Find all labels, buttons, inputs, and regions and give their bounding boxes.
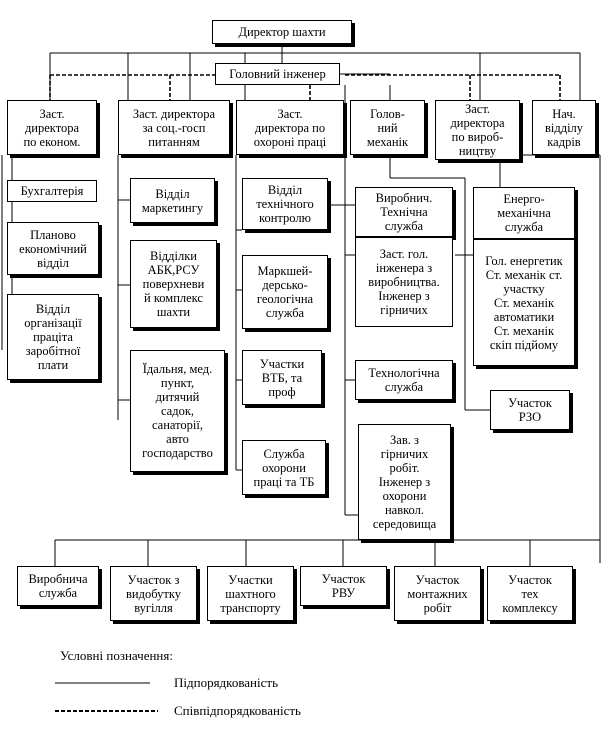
deputy-production-box: Заст. директора по вироб- ництву — [435, 100, 520, 160]
legend-title: Условні позначення: — [60, 648, 173, 663]
deputy-social-box: Заст. директора за соц.-госп питанням — [118, 100, 230, 155]
planning-dept-box: Планово економічний відділ — [7, 222, 99, 275]
assembly-section-box: Участок монтажних робіт — [394, 566, 481, 621]
production-service-box: Виробнича служба — [17, 566, 99, 606]
accounting-box: Бухгалтерія — [7, 180, 97, 202]
coal-section-box: Участок з видобутку вугілля — [110, 566, 197, 621]
deputy-economics-box: Заст. директора по економ. — [7, 100, 97, 155]
rzo-section-box: Участок РЗО — [490, 390, 570, 430]
survey-service-box: Маркшей- дерсько- геологічна служба — [242, 255, 328, 329]
marketing-box: Відділ маркетингу — [130, 178, 215, 223]
mine-transport-box: Участки шахтного транспорту — [207, 566, 294, 621]
legend-solid-label: Підпорядкованість — [174, 675, 279, 690]
chief-engineer-box: Головний інженер — [215, 63, 340, 85]
director-box: Директор шахти — [212, 20, 352, 44]
tech-control-box: Відділ технічного контролю — [242, 178, 328, 230]
labor-safety-box: Служба охорони праці та ТБ — [242, 440, 326, 495]
production-tech-box: Виробнич. Технічна служба — [355, 187, 453, 237]
canteen-box: Їдальня, мед. пункт, дитячий садок, сана… — [130, 350, 225, 472]
rvu-section-box: Участок РВУ — [300, 566, 387, 606]
tech-complex-box: Участок тех комплексу — [487, 566, 573, 621]
abk-box: Відділки АБК,РСУ поверхневи й комплекс ш… — [130, 240, 217, 328]
labor-org-box: Відділ організації праціта заробітної пл… — [7, 294, 99, 380]
chief-mechanic-box: Голов- ний механік — [350, 100, 425, 155]
mining-works-box: Зав. з гірничих робіт. Інженер з охорони… — [358, 424, 451, 540]
energy-staff-box: Гол. енергетик Ст. механік ст. участку С… — [473, 239, 575, 366]
vtb-sections-box: Участки ВТБ, та проф — [242, 350, 322, 405]
technology-service-box: Технологічна служба — [355, 360, 453, 400]
legend-dashed-label: Співпідпорядкованість — [174, 703, 301, 718]
energy-mechanical-box: Енерго- механічна служба — [473, 187, 575, 239]
personnel-head-box: Нач. відділу кадрів — [532, 100, 596, 155]
deputy-safety-box: Заст. директора по охороні праці — [236, 100, 344, 155]
deputy-chief-engineer-box: Заст. гол. інженера з виробництва. Інжен… — [355, 237, 453, 327]
